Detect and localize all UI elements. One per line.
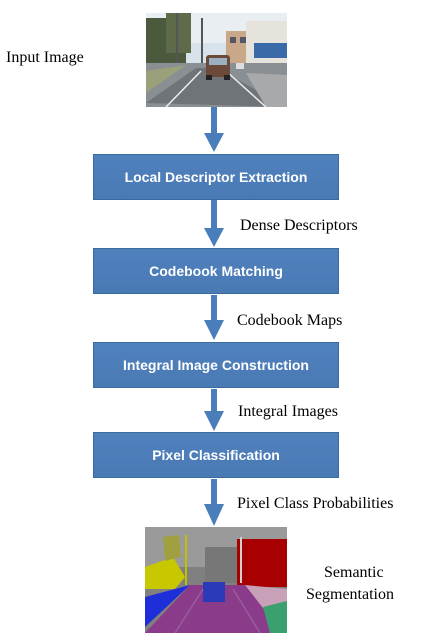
- semantic-segmentation-image: [145, 527, 287, 633]
- arrow-2: [204, 200, 224, 247]
- step-pixel-classification: Pixel Classification: [93, 432, 339, 478]
- step-local-descriptor-extraction: Local Descriptor Extraction: [93, 154, 339, 200]
- edge-label-codebook-maps: Codebook Maps: [237, 312, 343, 329]
- arrow-5: [204, 479, 224, 526]
- arrow-1: [204, 107, 224, 152]
- arrow-4: [204, 389, 224, 431]
- input-image-label: Input Image: [6, 49, 84, 66]
- edge-label-integral-images: Integral Images: [238, 403, 338, 420]
- step-codebook-matching: Codebook Matching: [93, 248, 339, 294]
- input-street-image: [146, 13, 287, 107]
- step-integral-image-construction: Integral Image Construction: [93, 342, 339, 388]
- edge-label-pixel-class-probabilities: Pixel Class Probabilities: [237, 495, 394, 512]
- output-label-line2: Segmentation: [306, 586, 394, 603]
- edge-label-dense-descriptors: Dense Descriptors: [240, 217, 358, 234]
- arrow-3: [204, 295, 224, 340]
- output-label-line1: Semantic: [324, 564, 384, 581]
